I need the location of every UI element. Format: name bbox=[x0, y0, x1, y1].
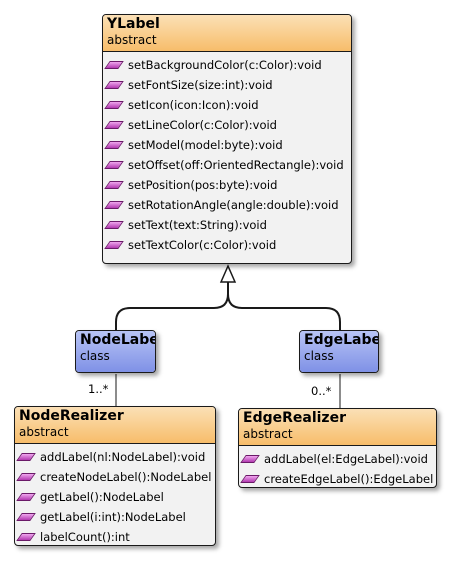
class-stereotype: class bbox=[304, 349, 334, 363]
class-name: NodeLabel bbox=[80, 332, 156, 348]
method-signature: getLabel(i:int):NodeLabel bbox=[40, 510, 186, 524]
method-icon bbox=[104, 81, 124, 89]
method-item[interactable]: createEdgeLabel():EdgeLabel bbox=[239, 469, 436, 487]
method-icon bbox=[104, 221, 124, 229]
method-item[interactable]: createNodeLabel():NodeLabel bbox=[15, 467, 215, 487]
method-icon bbox=[104, 101, 124, 109]
method-signature: setLineColor(c:Color):void bbox=[128, 118, 277, 132]
inheritance-line-nodelabel bbox=[115, 282, 229, 330]
class-stereotype: abstract bbox=[243, 427, 293, 441]
method-item[interactable]: labelCount():int bbox=[15, 527, 215, 545]
class-stereotype: abstract bbox=[107, 33, 157, 47]
method-signature: setOffset(off:OrientedRectangle):void bbox=[128, 158, 344, 172]
method-signature: setModel(model:byte):void bbox=[128, 138, 283, 152]
method-icon bbox=[104, 161, 124, 169]
method-signature: setFontSize(size:int):void bbox=[128, 78, 273, 92]
method-signature: createNodeLabel():NodeLabel bbox=[40, 470, 212, 484]
method-item[interactable]: getLabel():NodeLabel bbox=[15, 487, 215, 507]
method-signature: addLabel(el:EdgeLabel):void bbox=[264, 452, 428, 466]
class-header: EdgeRealizer abstract bbox=[239, 409, 436, 446]
method-item[interactable]: addLabel(nl:NodeLabel):void bbox=[15, 447, 215, 467]
class-edgelabel[interactable]: EdgeLabel class bbox=[299, 330, 379, 373]
method-signature: setPosition(pos:byte):void bbox=[128, 178, 278, 192]
class-ylabel[interactable]: YLabel abstract setBackgroundColor(c:Col… bbox=[102, 14, 352, 264]
class-name: NodeRealizer bbox=[19, 408, 124, 424]
method-signature: getLabel():NodeLabel bbox=[40, 490, 164, 504]
method-item[interactable]: setBackgroundColor(c:Color):void bbox=[103, 55, 351, 75]
method-icon bbox=[104, 201, 124, 209]
class-header: YLabel abstract bbox=[103, 15, 351, 52]
method-icon bbox=[16, 453, 36, 461]
class-header: NodeRealizer abstract bbox=[15, 407, 215, 444]
method-item[interactable]: addLabel(el:EdgeLabel):void bbox=[239, 449, 436, 469]
method-signature: setBackgroundColor(c:Color):void bbox=[128, 58, 322, 72]
multiplicity-edge: 0..* bbox=[311, 384, 332, 398]
method-list: addLabel(el:EdgeLabel):void createEdgeLa… bbox=[239, 446, 436, 487]
multiplicity-node: 1..* bbox=[88, 382, 109, 396]
method-signature: setIcon(icon:Icon):void bbox=[128, 98, 259, 112]
method-signature: setTextColor(c:Color):void bbox=[128, 238, 277, 252]
method-item[interactable]: setLineColor(c:Color):void bbox=[103, 115, 351, 135]
method-item[interactable]: setOffset(off:OrientedRectangle):void bbox=[103, 155, 351, 175]
method-icon bbox=[16, 493, 36, 501]
method-icon bbox=[104, 241, 124, 249]
class-stereotype: class bbox=[80, 349, 110, 363]
method-signature: createEdgeLabel():EdgeLabel bbox=[264, 472, 434, 486]
method-signature: addLabel(nl:NodeLabel):void bbox=[40, 450, 206, 464]
method-item[interactable]: getLabel(i:int):NodeLabel bbox=[15, 507, 215, 527]
method-icon bbox=[240, 455, 260, 463]
class-stereotype: abstract bbox=[19, 425, 69, 439]
method-icon bbox=[16, 473, 36, 481]
class-edgerealizer[interactable]: EdgeRealizer abstract addLabel(el:EdgeLa… bbox=[238, 408, 437, 488]
class-nodelabel[interactable]: NodeLabel class bbox=[75, 330, 156, 373]
method-icon bbox=[104, 181, 124, 189]
method-signature: setRotationAngle(angle:double):void bbox=[128, 198, 339, 212]
method-list: setBackgroundColor(c:Color):void setFont… bbox=[103, 52, 351, 257]
method-icon bbox=[104, 61, 124, 69]
method-signature: setText(text:String):void bbox=[128, 218, 267, 232]
class-name: EdgeRealizer bbox=[243, 410, 346, 426]
method-item[interactable]: setFontSize(size:int):void bbox=[103, 75, 351, 95]
method-item[interactable]: setText(text:String):void bbox=[103, 215, 351, 235]
inheritance-line-edgelabel bbox=[227, 293, 341, 330]
method-item[interactable]: setModel(model:byte):void bbox=[103, 135, 351, 155]
class-noderealizer[interactable]: NodeRealizer abstract addLabel(nl:NodeLa… bbox=[14, 406, 216, 546]
class-header: EdgeLabel class bbox=[300, 331, 378, 372]
method-signature: labelCount():int bbox=[40, 530, 130, 544]
method-item[interactable]: setTextColor(c:Color):void bbox=[103, 235, 351, 255]
method-item[interactable]: setPosition(pos:byte):void bbox=[103, 175, 351, 195]
class-name: YLabel bbox=[107, 16, 160, 32]
inheritance-arrowhead bbox=[219, 264, 237, 283]
method-icon bbox=[104, 121, 124, 129]
method-item[interactable]: setIcon(icon:Icon):void bbox=[103, 95, 351, 115]
method-item[interactable]: setRotationAngle(angle:double):void bbox=[103, 195, 351, 215]
method-icon bbox=[104, 141, 124, 149]
method-icon bbox=[240, 475, 260, 483]
method-list: addLabel(nl:NodeLabel):void createNodeLa… bbox=[15, 444, 215, 545]
method-icon bbox=[16, 533, 36, 541]
class-name: EdgeLabel bbox=[304, 332, 379, 348]
class-header: NodeLabel class bbox=[76, 331, 155, 372]
method-icon bbox=[16, 513, 36, 521]
